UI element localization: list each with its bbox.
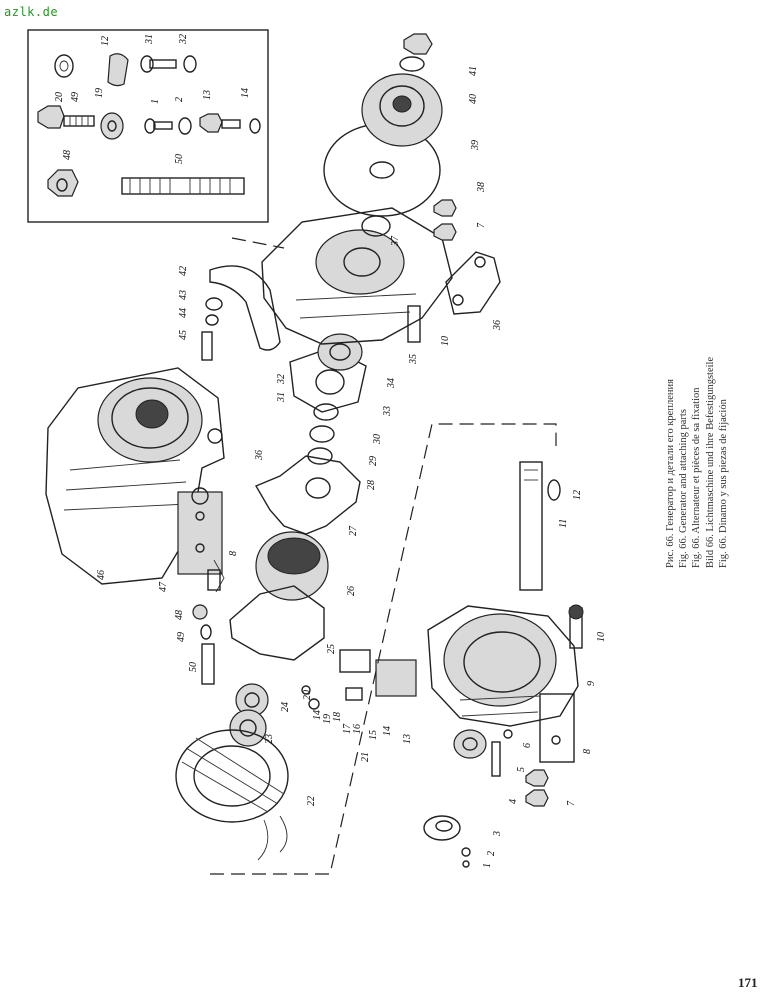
callout-n38: 38 xyxy=(476,182,487,193)
callout-n37: 37 xyxy=(390,235,401,247)
callout-n15: 15 xyxy=(368,730,379,740)
callout-n8b: 8 xyxy=(582,749,593,754)
callout-n2a: 2 xyxy=(174,97,185,102)
callout-n2b: 2 xyxy=(486,851,497,856)
callout-n26: 26 xyxy=(346,586,357,596)
callout-n45: 45 xyxy=(178,330,189,340)
callout-n36b: 36 xyxy=(254,450,265,461)
fan-and-pulley xyxy=(323,33,443,217)
callout-n50a: 50 xyxy=(174,154,185,164)
callout-n5: 5 xyxy=(516,767,527,772)
lower-fasteners xyxy=(423,729,549,868)
callout-n24: 24 xyxy=(280,702,291,712)
callout-n3: 3 xyxy=(492,831,503,837)
rotor-parts xyxy=(229,333,367,747)
callout-n41: 41 xyxy=(468,66,479,76)
callout-n31: 31 xyxy=(144,34,155,45)
callout-n7a: 7 xyxy=(476,222,487,228)
page-number: 171 xyxy=(738,975,758,990)
callout-n10b: 10 xyxy=(596,632,607,642)
callout-n39: 39 xyxy=(470,140,481,151)
callout-n30: 30 xyxy=(372,434,383,445)
callout-numbers: 12 31 32 20 49 19 1 2 13 14 48 50 41 40 … xyxy=(54,34,607,868)
callout-n33: 33 xyxy=(382,406,393,417)
callout-n18: 18 xyxy=(332,712,343,722)
caption-line-fr: Fig. 66. Alternateur et pièces de sa fix… xyxy=(691,387,703,569)
callout-n28: 28 xyxy=(366,480,377,490)
callout-n17: 17 xyxy=(342,723,353,734)
caption-line-es: Fig. 66. Dinamo y sus piezas de fijación xyxy=(717,399,729,568)
assembly-guide-line-upper xyxy=(231,237,285,249)
callout-n23: 23 xyxy=(264,734,275,744)
callout-n19: 19 xyxy=(94,88,105,98)
callout-n14b: 14 xyxy=(312,710,323,720)
callout-n32b: 32 xyxy=(276,374,287,385)
brush-holder xyxy=(301,649,417,710)
callout-n49b: 49 xyxy=(176,632,187,642)
callout-n14c: 14 xyxy=(382,726,393,736)
adjusting-bracket xyxy=(201,265,281,361)
callout-n25: 25 xyxy=(326,644,337,654)
callout-n49a: 49 xyxy=(70,92,81,102)
commutator-end-housing xyxy=(427,461,584,763)
callout-n50b: 50 xyxy=(188,662,199,672)
caption-line-de: Bild 66. Lichtmaschine und ihre Befestig… xyxy=(704,356,716,568)
callout-n12a: 12 xyxy=(100,36,111,46)
callout-n1b: 1 xyxy=(482,863,493,868)
callout-n48b: 48 xyxy=(174,610,185,620)
callout-n44: 44 xyxy=(178,308,189,318)
callout-n19b: 19 xyxy=(322,714,333,724)
callout-n22: 22 xyxy=(306,796,317,806)
callout-n20b: 20 xyxy=(302,690,313,700)
figure-caption: Рис. 66. Генератор и детали его креплени… xyxy=(664,357,730,568)
callout-n10a: 10 xyxy=(440,336,451,346)
callout-n32: 32 xyxy=(178,34,189,45)
callout-n42: 42 xyxy=(178,266,189,276)
callout-n31b: 31 xyxy=(276,392,287,403)
caption-line-en: Fig. 66. Generator and attaching parts xyxy=(678,409,690,568)
callout-n34: 34 xyxy=(386,378,397,389)
callout-n21: 21 xyxy=(360,752,371,762)
callout-n13b: 13 xyxy=(402,734,413,744)
callout-n1a: 1 xyxy=(150,99,161,104)
callout-n9: 9 xyxy=(586,681,597,686)
caption-line-ru: Рис. 66. Генератор и детали его креплени… xyxy=(665,379,676,568)
callout-n4: 4 xyxy=(508,799,519,804)
callout-n12b: 12 xyxy=(572,490,583,500)
callout-n20: 20 xyxy=(54,92,65,102)
callout-n16: 16 xyxy=(352,724,363,734)
callout-n11: 11 xyxy=(558,519,569,528)
callout-n36a: 36 xyxy=(492,320,503,331)
callout-n46: 46 xyxy=(96,570,107,580)
callout-n14a: 14 xyxy=(240,88,251,98)
callout-n6: 6 xyxy=(522,743,533,748)
callout-n7b: 7 xyxy=(566,800,577,806)
callout-n48a: 48 xyxy=(62,150,73,160)
callout-n40: 40 xyxy=(468,94,479,104)
callout-n29: 29 xyxy=(368,456,379,466)
site-watermark-label: azlk.de xyxy=(4,5,59,19)
stator xyxy=(175,729,289,861)
callout-n35: 35 xyxy=(408,354,419,365)
callout-n27: 27 xyxy=(348,525,359,536)
callout-n13a: 13 xyxy=(202,90,213,100)
callout-n8a: 8 xyxy=(228,551,239,556)
callout-n43: 43 xyxy=(178,290,189,300)
drive-end-housing xyxy=(261,199,501,345)
fastener-inset xyxy=(27,29,269,223)
mounting-fasteners xyxy=(192,559,225,685)
callout-n47: 47 xyxy=(158,581,169,592)
assembled-generator xyxy=(45,367,225,585)
